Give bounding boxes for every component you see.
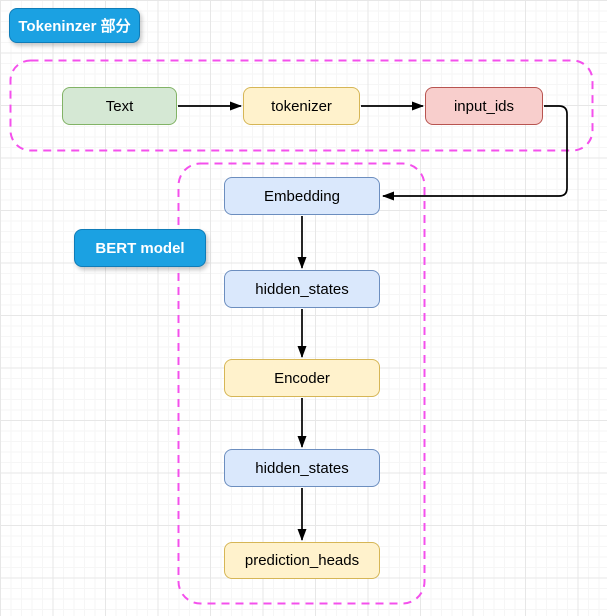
- node-encoder: Encoder: [224, 359, 380, 397]
- node-hidden-states-1: hidden_states: [224, 270, 380, 308]
- node-embedding: Embedding: [224, 177, 380, 215]
- node-prediction-heads: prediction_heads: [224, 542, 380, 579]
- label-bert-model: BERT model: [74, 229, 206, 267]
- node-hidden-states-2: hidden_states: [224, 449, 380, 487]
- node-text: Text: [62, 87, 177, 125]
- label-tokenizer-section: Tokeninzer 部分: [9, 8, 140, 43]
- node-input-ids: input_ids: [425, 87, 543, 125]
- node-tokenizer: tokenizer: [243, 87, 360, 125]
